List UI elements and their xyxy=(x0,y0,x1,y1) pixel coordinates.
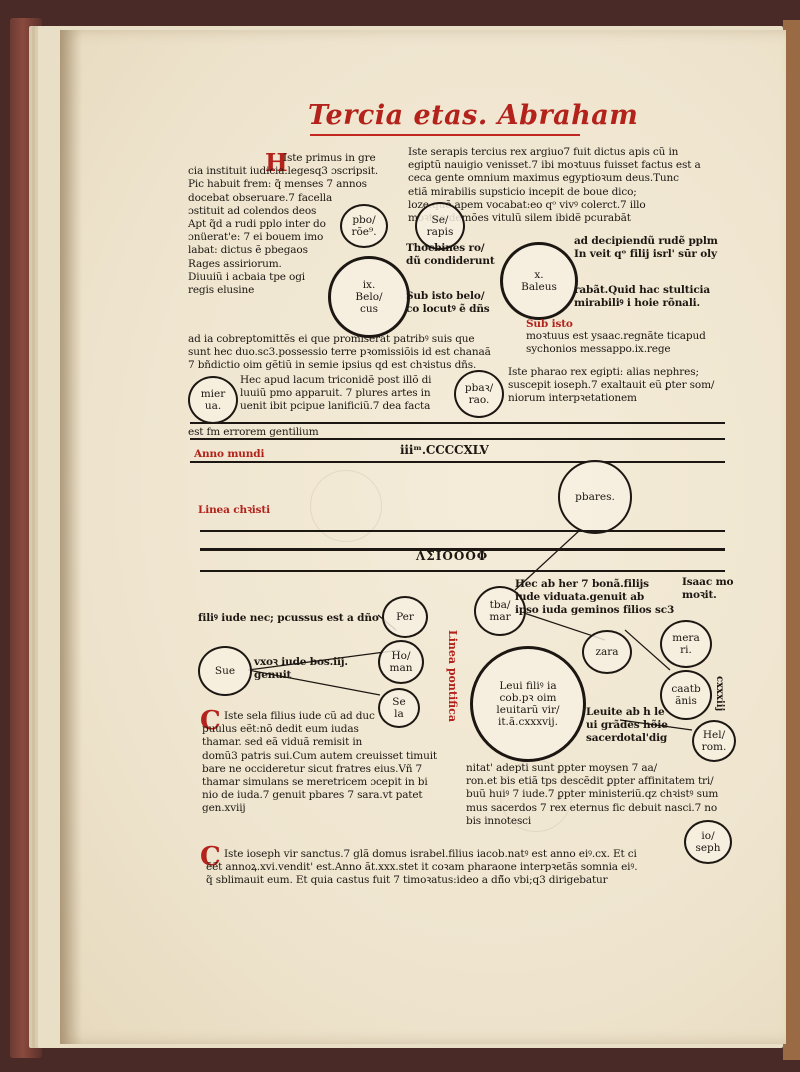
book-cover-edge xyxy=(10,18,42,1058)
rule-top-2 xyxy=(190,438,725,440)
circle-pharao: pbaꝛ/ rao. xyxy=(454,370,504,418)
circle-serapis: Se/ rapis xyxy=(415,202,465,250)
drop-capital: H xyxy=(265,148,288,177)
rule-christi-1 xyxy=(200,530,725,532)
mid-right-note: Sub isto xyxy=(526,318,573,330)
linea-christi-label: Linea chꝛisti xyxy=(198,504,270,516)
page-gutter-shadow xyxy=(60,30,82,1044)
circle-belocus: ix. Belo/ cus xyxy=(328,256,410,338)
left-text-block-1: Iste primus in gre cia instituit iudicia… xyxy=(188,152,379,297)
drop-capital-joseph: C xyxy=(200,842,221,872)
fili-line: filiꝰ iude nec; pcussus est a dño xyxy=(198,612,379,624)
left-text-tail: est fm errorem gentilium xyxy=(188,426,319,438)
left-full-lines: ad ia cobreptomittẽs ei que promiserat p… xyxy=(188,333,491,372)
circle-joseph: io/ seph xyxy=(684,820,732,864)
linea-christi-value: ΛΣΙΟΟΟΦ xyxy=(416,549,489,563)
rule-christi-2 xyxy=(200,548,725,551)
mid-left-note-2: Sub isto belo/ co locutꝰ ẽ dñs xyxy=(406,290,490,316)
circle-zara: zara xyxy=(582,630,632,674)
anno-mundi-label: Anno mundi xyxy=(194,448,265,460)
circle-helrom: Hel/ rom. xyxy=(692,720,736,762)
circle-sela: Se la xyxy=(378,688,420,728)
circle-homan: Ho/ man xyxy=(378,640,424,684)
right-text-block-5: Iste pharao rex egipti: alias nephres; s… xyxy=(508,366,715,405)
circle-sue: Sue xyxy=(198,646,252,696)
rule-top-1 xyxy=(190,422,725,424)
right-text-block-3: rabãt.Quid hac stulticia mirabiliꝰ i hoi… xyxy=(574,284,711,310)
circle-phares: pbares. xyxy=(558,460,632,534)
circle-baleus: x. Baleus xyxy=(500,242,578,320)
circle-merari: mera ri. xyxy=(660,620,712,668)
right-text-block-4: moꝛtuus est ysaac.regnãte ticapud sychon… xyxy=(526,330,706,356)
rule-christi-3 xyxy=(200,570,725,572)
levi-paragraph: nitat' adepti sunt ꝑpter moysen 7 aa/ ro… xyxy=(466,762,719,827)
circle-pheres: Per xyxy=(382,596,428,638)
title-text: Tercia etas. Abraham xyxy=(308,100,639,131)
drop-capital-sela: C xyxy=(200,706,221,736)
mid-left-note-1: Thocbines ro/ dũ condiderunt xyxy=(406,242,495,268)
right-text-block-1: Iste serapis tercius rex argiuo7 fuit di… xyxy=(408,146,701,225)
right-text-block-2: ad decipiendũ rudẽ pplm In veit qᵒ filij… xyxy=(574,235,718,261)
circle-caath: caatb ãnis xyxy=(660,670,712,720)
circle-thamar: tba/ mar xyxy=(474,586,526,636)
right-cover-edge xyxy=(783,20,800,1060)
linea-pontificum-label: Linea pontifica xyxy=(446,630,459,722)
isaac-note: Isaac mo moꝛit. xyxy=(682,576,734,602)
levite-block: Leuite ab h le ui grãdes hõie sacerdotal… xyxy=(586,706,668,745)
rule-band-bottom xyxy=(190,461,725,463)
sela-paragraph: Iste sela filius iude cũ ad duc puulus e… xyxy=(202,710,437,815)
circle-phoroneus: pbo/ rõe⁹. xyxy=(340,204,388,248)
genealogy-connectors xyxy=(247,529,693,731)
roman-side-note: cxxxiij xyxy=(714,676,725,712)
anno-mundi-value: iiiᵐ.CCCCXLV xyxy=(400,443,489,457)
bleed-circle xyxy=(310,470,382,542)
circle-levi: Leui filiꝰ ia cob.pꝛ oim leuitarũ vir/ i… xyxy=(470,646,586,762)
joseph-paragraph: Iste ioseph vir sanctus.7 glã domus isra… xyxy=(206,848,638,887)
vxor-line: vxoꝛ iude bos.iij. genuit xyxy=(254,656,348,682)
title-underline xyxy=(310,134,580,136)
book-page: Tercia etas. Abraham H Iste primus in gr… xyxy=(60,30,786,1044)
left-text-block-2: Hec apud lacum triconidẽ post illõ di lu… xyxy=(240,374,432,413)
page-title: Tercia etas. Abraham xyxy=(308,100,638,131)
hec-block: Hec ab her 7 bonã.filijs iude viduata.ge… xyxy=(515,578,675,617)
